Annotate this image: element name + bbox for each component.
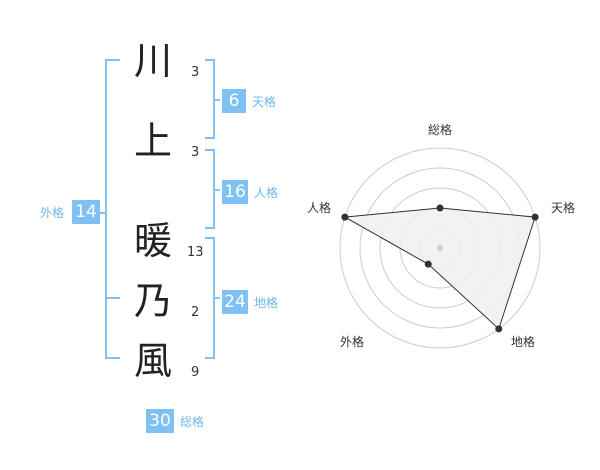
name-char-5-strokes: 9 [191, 365, 200, 380]
tenkaku-label: 天格 [252, 95, 277, 109]
name-char-3-strokes: 13 [187, 245, 204, 260]
radar-point-1 [436, 204, 444, 212]
jinkaku-value: 16 [222, 180, 248, 204]
name-char-1: 川 [133, 39, 172, 83]
chikaku-value: 24 [222, 290, 248, 314]
radar-label-chikaku: 地格 [511, 335, 536, 349]
name-char-2: 上 [133, 119, 172, 163]
name-char-4: 乃 [133, 279, 172, 323]
chikaku-label: 地格 [254, 296, 279, 310]
radar-polygon [343, 207, 536, 330]
gaikaku-label: 外格 [40, 206, 65, 220]
name-char-2-strokes: 3 [191, 145, 200, 160]
radar-point-2 [531, 213, 539, 221]
radar-point-5 [341, 213, 349, 221]
tenkaku-value: 6 [222, 89, 246, 113]
radar-label-tenkaku: 天格 [551, 201, 576, 215]
gaikaku-value: 14 [72, 200, 100, 224]
radar-point-3 [495, 325, 503, 333]
jinkaku-label: 人格 [254, 186, 279, 200]
radar-ring-5 [339, 147, 541, 349]
soukaku-label: 総格 [180, 415, 205, 429]
name-char-4-strokes: 2 [191, 305, 200, 320]
radar-point-4 [424, 260, 432, 268]
radar-center [437, 245, 443, 251]
name-char-1-strokes: 3 [191, 65, 200, 80]
gaikaku-bracket [105, 59, 120, 359]
name-char-5: 風 [133, 339, 172, 383]
soukaku-value: 30 [146, 409, 174, 433]
radar-label-gaikaku: 外格 [340, 335, 365, 349]
radar-label-soukaku: 総格 [428, 123, 453, 137]
name-char-3: 暖 [133, 219, 172, 263]
radar-label-jinkaku: 人格 [307, 201, 332, 215]
